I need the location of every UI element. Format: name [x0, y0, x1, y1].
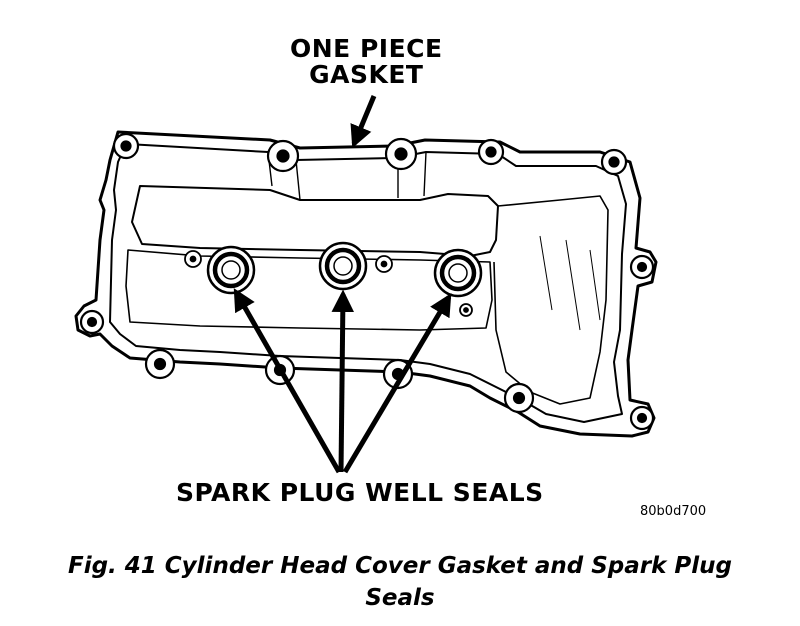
spark-plug-well-seal [206, 245, 256, 295]
gasket-outer-outline [74, 130, 658, 438]
gasket-arrow [350, 95, 377, 149]
bolt-boss [503, 382, 535, 414]
spark-plug-well-seals [206, 241, 483, 298]
figure-caption-line1: Fig. 41 Cylinder Head Cover Gasket and S… [67, 553, 732, 579]
bolt-boss [629, 405, 655, 431]
small-boss [459, 303, 473, 317]
spark-plug-well-seal [433, 248, 483, 298]
gasket-callout-line2: GASKET [309, 60, 424, 90]
spark-plug-well-seal [318, 241, 368, 291]
bolt-boss [79, 309, 105, 335]
cover-shading-line [539, 235, 601, 331]
bolt-boss [112, 132, 140, 160]
bolt-boss [266, 139, 300, 173]
small-boss [375, 255, 393, 273]
seal-arrow-left [233, 288, 342, 474]
gasket-inner-outline [109, 143, 627, 423]
small-boss [184, 250, 202, 268]
cover-rib-line [267, 151, 427, 201]
bolt-boss [477, 138, 505, 166]
bolt-boss [629, 254, 655, 280]
small-bosses [184, 250, 473, 317]
seal-arrow-center [331, 289, 355, 473]
bolt-bosses [79, 132, 655, 431]
gasket-callout-line1: ONE PIECE [290, 34, 443, 63]
cover-valley [125, 249, 493, 331]
figure-caption: Fig. 41 Cylinder Head Cover Gasket and S… [10, 550, 790, 614]
seal-arrow-right [342, 293, 452, 474]
figure-reference-code: 80b0d700 [640, 504, 707, 519]
cover-right-lobe [493, 195, 609, 405]
cover-plateau [131, 185, 499, 257]
bolt-boss [600, 148, 628, 176]
leader-arrows [233, 95, 452, 474]
head-cover-body [74, 130, 658, 438]
figure-caption-line2: Seals [365, 585, 435, 611]
bolt-boss [384, 137, 418, 171]
seals-callout: SPARK PLUG WELL SEALS [176, 478, 544, 507]
gasket-callout: ONE PIECE GASKET [290, 34, 443, 90]
bolt-boss [144, 348, 176, 380]
